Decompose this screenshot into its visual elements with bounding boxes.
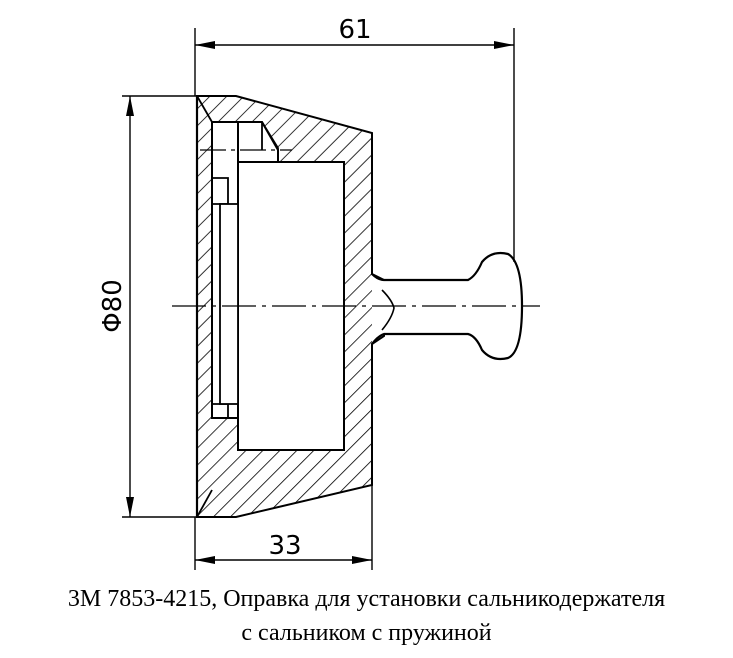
technical-drawing: 61 Φ80 33: [98, 15, 540, 570]
dim-label-61: 61: [338, 15, 371, 45]
front-chamfer-bottom: [196, 489, 213, 518]
inner-lip: [219, 203, 239, 405]
dim-label-33: 33: [268, 531, 301, 561]
dim-label-80: Φ80: [98, 279, 128, 333]
front-chamfer: [196, 95, 213, 123]
caption-subtitle: с сальником с пружиной: [241, 620, 492, 646]
caption-title: 3М 7853-4215, Оправка для установки саль…: [67, 586, 666, 612]
handle-neck-line: [381, 289, 395, 331]
chamfer-line: [212, 121, 279, 162]
